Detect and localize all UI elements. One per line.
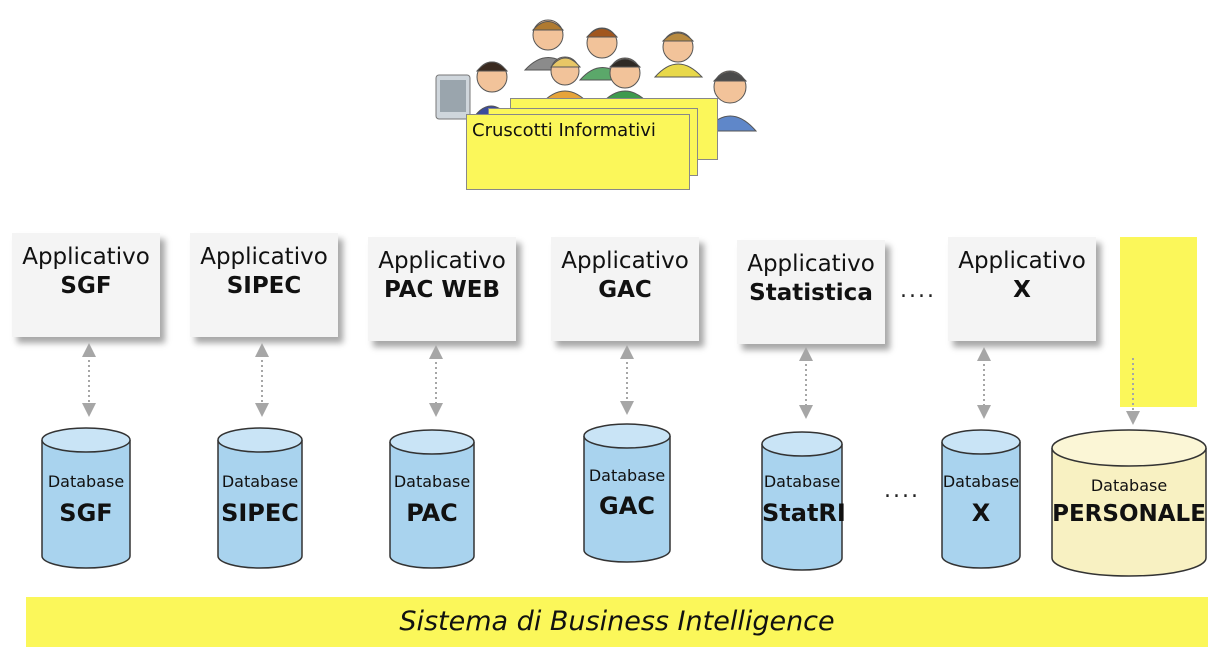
database-label: Database xyxy=(588,466,666,485)
app-box-gac: Applicativo GAC xyxy=(551,237,699,341)
app-box-x: Applicativo X xyxy=(948,237,1096,341)
database-name: GAC xyxy=(599,492,655,520)
database-name: SIPEC xyxy=(221,499,299,527)
database-name: StatRI xyxy=(762,499,846,527)
applications-ellipsis: .... xyxy=(900,278,936,303)
app-box-sipec: Applicativo SIPEC xyxy=(190,233,338,337)
database-label: Database xyxy=(763,472,841,491)
database-sgf-cylinder xyxy=(41,427,131,569)
app-title: Applicativo xyxy=(561,248,689,274)
dashboard-card-front xyxy=(466,114,690,190)
app-name: SIPEC xyxy=(226,273,302,299)
app-title: Applicativo xyxy=(200,244,328,270)
app-name: X xyxy=(1013,277,1031,303)
database-label: Database xyxy=(393,472,471,491)
app-name: SGF xyxy=(60,273,112,299)
users-group-icon xyxy=(435,19,758,132)
database-name: SGF xyxy=(59,499,113,527)
app-title: Applicativo xyxy=(958,248,1086,274)
database-label: Database xyxy=(1090,476,1168,495)
bi-system-banner: Sistema di Business Intelligence xyxy=(26,597,1208,647)
database-name: PERSONALE xyxy=(1052,501,1206,527)
app-title: Applicativo xyxy=(22,244,150,270)
app-title: Applicativo xyxy=(378,248,506,274)
database-label: Database xyxy=(942,472,1020,491)
database-label: Database xyxy=(221,472,299,491)
banner-text: Sistema di Business Intelligence xyxy=(399,606,835,637)
database-label: Database xyxy=(47,472,125,491)
app-title: Applicativo xyxy=(747,251,875,277)
app-name: Statistica xyxy=(749,280,873,306)
personale-source-block xyxy=(1120,237,1197,407)
database-name: X xyxy=(971,499,991,527)
app-name: PAC WEB xyxy=(383,277,501,303)
dashboard-label: Cruscotti Informativi xyxy=(472,120,656,141)
app-name: GAC xyxy=(598,277,652,303)
databases-ellipsis: .... xyxy=(884,478,920,503)
app-box-statistica: Applicativo Statistica xyxy=(737,240,885,344)
app-box-pac-web: Applicativo PAC WEB xyxy=(368,237,516,341)
database-name: PAC xyxy=(406,499,458,527)
database-sipec-cylinder xyxy=(217,427,303,569)
app-box-sgf: Applicativo SGF xyxy=(12,233,160,337)
